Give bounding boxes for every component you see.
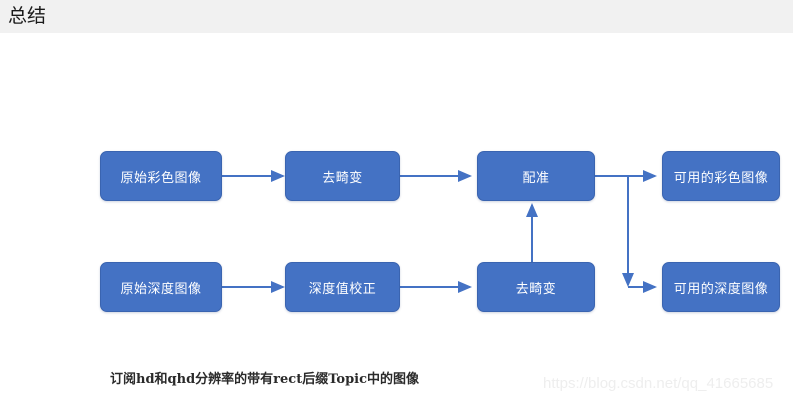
node-undistort-color[interactable]: 去畸变 xyxy=(285,151,400,201)
node-usable-depth-image[interactable]: 可用的深度图像 xyxy=(662,262,780,312)
edge-registration-branch xyxy=(595,170,657,293)
node-label: 配准 xyxy=(522,170,550,186)
node-undistort-depth[interactable]: 去畸变 xyxy=(477,262,595,312)
node-label: 深度值校正 xyxy=(308,281,377,297)
diagram-caption: 订阅hd和qhd分辨率的带有rect后缀Topic中的图像 xyxy=(110,372,420,387)
node-label: 可用的彩色图像 xyxy=(673,170,769,186)
node-label: 原始彩色图像 xyxy=(120,170,202,186)
flowchart-diagram: 原始彩色图像 去畸变 配准 可用的彩色图像 原始深度图像 深度值校正 去畸变 可… xyxy=(0,33,793,405)
page-title: 总结 xyxy=(8,5,47,27)
node-usable-color-image[interactable]: 可用的彩色图像 xyxy=(662,151,780,201)
node-raw-depth-image[interactable]: 原始深度图像 xyxy=(100,262,222,312)
header-bar: 总结 xyxy=(0,0,793,33)
flowchart-connectors xyxy=(222,170,657,293)
node-depth-correction[interactable]: 深度值校正 xyxy=(285,262,400,312)
watermark: https://blog.csdn.net/qq_41665685 xyxy=(543,375,774,392)
node-label: 可用的深度图像 xyxy=(673,281,769,297)
node-label: 去畸变 xyxy=(322,170,363,186)
node-label: 原始深度图像 xyxy=(120,281,202,297)
node-label: 去畸变 xyxy=(515,281,557,297)
node-registration[interactable]: 配准 xyxy=(477,151,595,201)
node-raw-color-image[interactable]: 原始彩色图像 xyxy=(100,151,222,201)
